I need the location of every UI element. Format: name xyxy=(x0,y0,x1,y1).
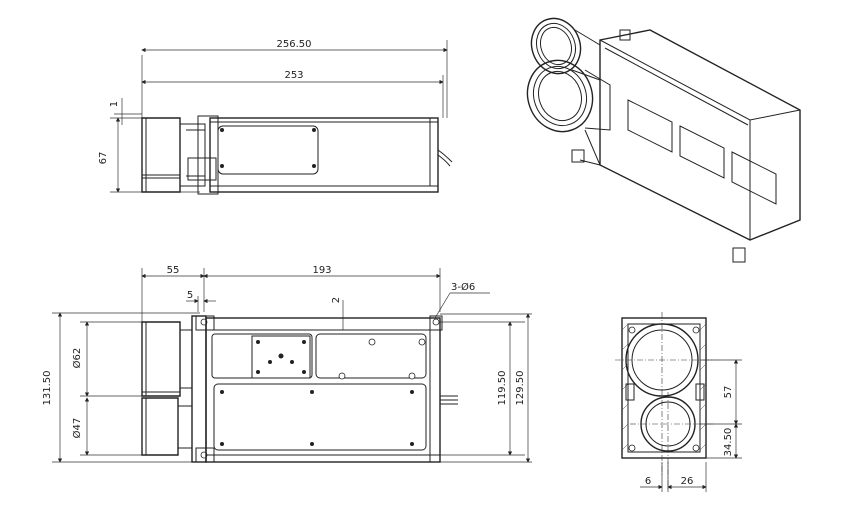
dim-height: 67 xyxy=(98,152,109,165)
dim-body-height-outer: 129.50 xyxy=(515,371,526,406)
dim-body-length-plan: 193 xyxy=(312,265,331,276)
dim-flange: 5 xyxy=(187,290,193,301)
dim-end-lower: 34.50 xyxy=(723,428,734,457)
dim-end-spacing: 57 xyxy=(723,386,734,399)
dim-rail-offset: 2 xyxy=(331,297,342,303)
dim-lens-large: Ø62 xyxy=(71,348,83,369)
dim-overall-height: 131.50 xyxy=(42,371,53,406)
side-view: 256.50 253 67 1 xyxy=(98,39,453,195)
dim-end-bottom-left: 6 xyxy=(645,476,651,487)
dim-body-height-inner: 119.50 xyxy=(497,371,508,406)
dim-lens-small: Ø47 xyxy=(71,418,83,439)
dim-body-length: 253 xyxy=(284,70,303,81)
label-mount-holes: 3-Ø6 xyxy=(451,281,475,293)
isometric-view xyxy=(526,17,801,263)
dim-end-bottom-right: 26 xyxy=(681,476,694,487)
end-view: 57 34.50 6 26 xyxy=(615,312,742,492)
dim-overall-length: 256.50 xyxy=(277,39,312,50)
dim-offset-1: 1 xyxy=(109,101,120,107)
dim-lens-length: 55 xyxy=(167,265,180,276)
plan-view: 55 193 5 2 3-Ø6 131.50 Ø62 Ø47 119.50 xyxy=(42,265,532,463)
